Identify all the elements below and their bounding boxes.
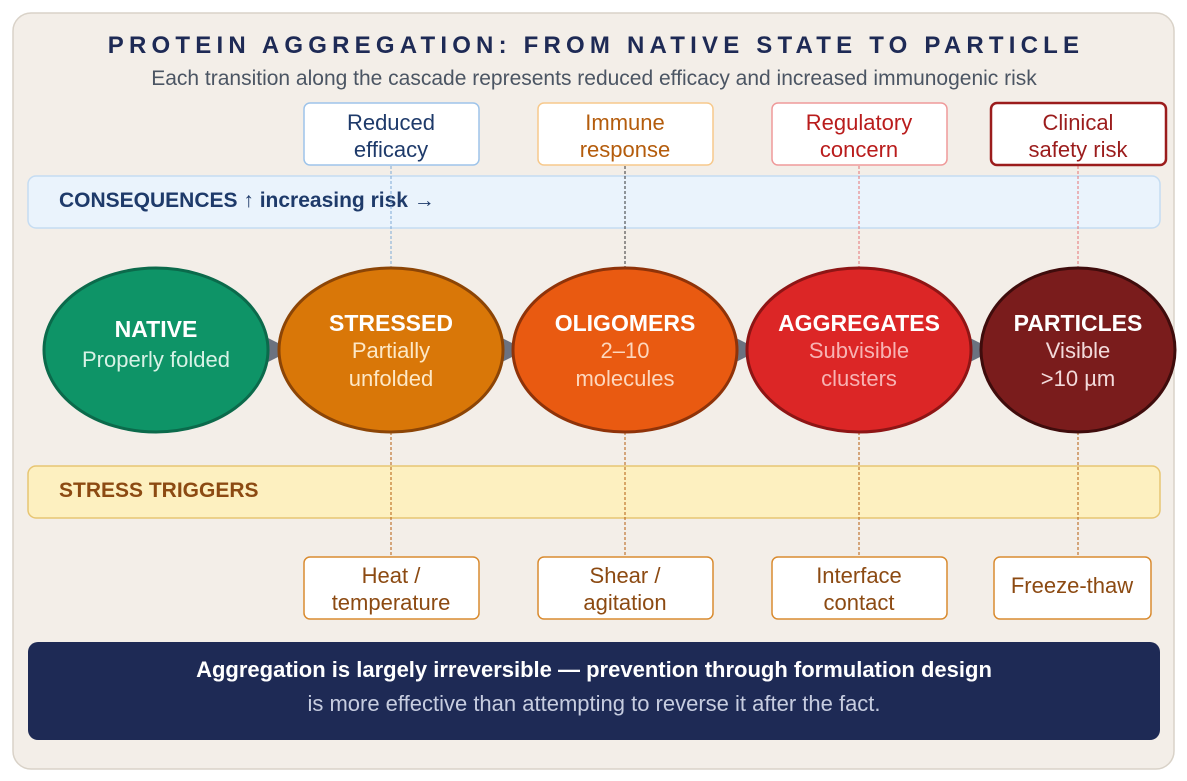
state-name: NATIVE [115, 316, 198, 342]
footer-line-1: Aggregation is largely irreversible — pr… [196, 657, 992, 682]
consequence-text: Regulatory [806, 110, 912, 135]
state-ellipse [979, 266, 1177, 434]
consequences-label: CONSEQUENCES ↑ increasing risk → [59, 189, 435, 212]
consequence-box-immune-response: Immune response [537, 102, 714, 166]
trigger-text: Shear / [590, 563, 662, 588]
consequence-text: safety risk [1028, 137, 1128, 162]
trigger-text: contact [824, 590, 895, 615]
state-name: OLIGOMERS [555, 310, 696, 336]
state-aggregates: AGGREGATES Subvisible clusters [745, 266, 973, 434]
consequence-box-reduced-efficacy: Reduced efficacy [303, 102, 480, 166]
state-desc: Partially [352, 338, 430, 363]
trigger-connectors [390, 432, 1079, 556]
consequence-box-frame [537, 102, 714, 166]
state-desc: 2–10 [601, 338, 650, 363]
trigger-box-interface: Interface contact [771, 556, 948, 620]
consequence-text: Clinical [1043, 110, 1114, 135]
triggers-band [27, 465, 1161, 519]
consequence-box-regulatory-concern: Regulatory concern [771, 102, 948, 166]
trigger-box-frame [537, 556, 714, 620]
consequence-box-frame [303, 102, 480, 166]
footer-banner: Aggregation is largely irreversible — pr… [28, 642, 1160, 740]
state-desc: molecules [575, 366, 674, 391]
state-desc: Properly folded [82, 347, 230, 372]
trigger-box-frame [993, 556, 1152, 620]
state-desc: >10 µm [1041, 366, 1115, 391]
state-ellipse [277, 266, 505, 434]
consequence-connectors [390, 166, 1079, 268]
state-desc: unfolded [349, 366, 433, 391]
state-name: PARTICLES [1014, 310, 1143, 336]
state-desc: Subvisible [809, 338, 909, 363]
state-native: NATIVE Properly folded [42, 266, 270, 434]
state-desc: clusters [821, 366, 897, 391]
consequence-box-frame [771, 102, 948, 166]
trigger-box-frame [303, 556, 480, 620]
consequence-text: Immune [585, 110, 664, 135]
state-particles: PARTICLES Visible >10 µm [979, 266, 1177, 434]
state-name: AGGREGATES [778, 310, 940, 336]
trigger-text: temperature [332, 590, 451, 615]
state-ellipse [745, 266, 973, 434]
trigger-box-shear: Shear / agitation [537, 556, 714, 620]
footer-line-2: is more effective than attempting to rev… [307, 691, 880, 716]
consequence-text: Reduced [347, 110, 435, 135]
state-ellipse [42, 266, 270, 434]
trigger-box-frame [771, 556, 948, 620]
consequence-box-frame [989, 101, 1168, 167]
consequence-text: concern [820, 137, 898, 162]
diagram-title: PROTEIN AGGREGATION: FROM NATIVE STATE T… [108, 32, 1084, 59]
footer-panel [28, 642, 1160, 740]
state-desc: Visible [1046, 338, 1110, 363]
diagram-subtitle: Each transition along the cascade repres… [151, 67, 1037, 90]
consequence-box-clinical-safety-risk: Clinical safety risk [989, 101, 1168, 167]
consequence-text: efficacy [354, 137, 428, 162]
state-ellipse [511, 266, 739, 434]
trigger-box-freeze-thaw: Freeze-thaw [993, 556, 1152, 620]
trigger-text: Interface [816, 563, 902, 588]
trigger-text: agitation [583, 590, 666, 615]
consequence-text: response [580, 137, 671, 162]
consequences-band [27, 175, 1161, 229]
trigger-text: Freeze-thaw [1011, 573, 1133, 598]
state-stressed: STRESSED Partially unfolded [277, 266, 505, 434]
state-oligomers: OLIGOMERS 2–10 molecules [511, 266, 739, 434]
trigger-text: Heat / [362, 563, 422, 588]
state-name: STRESSED [329, 310, 453, 336]
trigger-box-heat: Heat / temperature [303, 556, 480, 620]
triggers-label: STRESS TRIGGERS [59, 479, 259, 502]
